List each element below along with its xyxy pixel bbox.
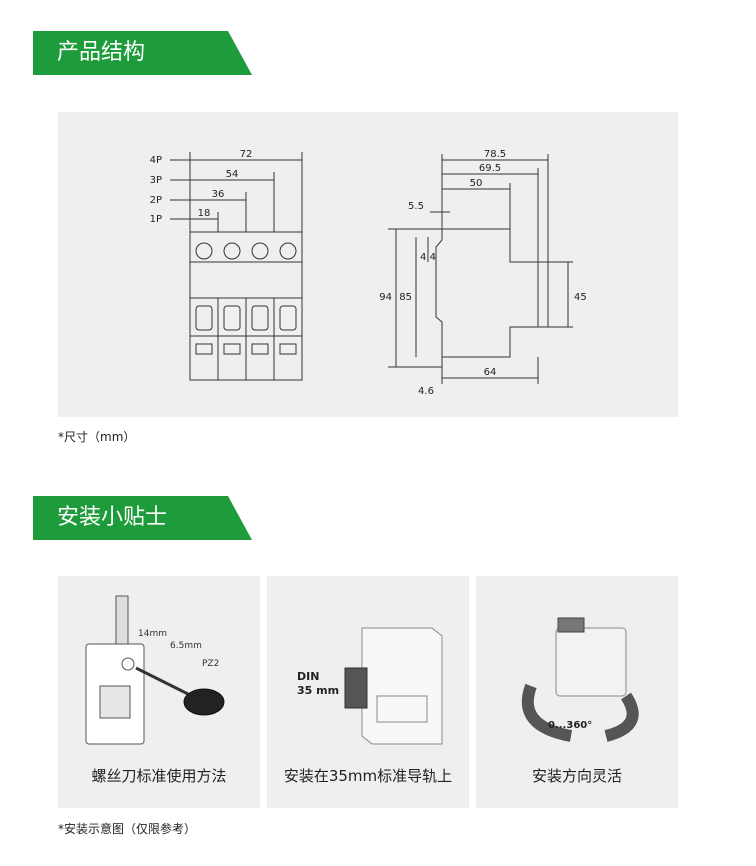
pole-label-2p: 2P bbox=[150, 195, 162, 206]
pole-label-4p: 4P bbox=[150, 155, 162, 166]
section-title-structure: 产品结构 bbox=[57, 40, 146, 65]
dim-width-4p: 72 bbox=[240, 149, 253, 160]
section-banner-tips: 安装小贴士 bbox=[33, 496, 252, 540]
tip-card-screwdriver: 14mm 6.5mm PZ2 螺丝刀标准使用方法 bbox=[58, 576, 260, 808]
illustration-note: *安装示意图（仅限参考） bbox=[58, 822, 197, 836]
label-35mm: 35 mm bbox=[297, 684, 339, 697]
dim-top-78-5: 78.5 bbox=[484, 149, 506, 160]
banner-shape bbox=[33, 31, 252, 75]
label-14mm: 14mm bbox=[138, 629, 167, 639]
dimension-drawing: 4P 3P 2P 1P 72 54 36 18 78.5 69.5 50 5.5… bbox=[150, 149, 587, 397]
tip-caption-din-rail: 安装在35mm标准导轨上 bbox=[283, 767, 453, 785]
dim-top-69-5: 69.5 bbox=[479, 163, 501, 174]
tip-card-din-rail: DIN 35 mm 安装在35mm标准导轨上 bbox=[267, 576, 469, 808]
din-rail-illustration: DIN 35 mm bbox=[297, 627, 443, 745]
pole-label-3p: 3P bbox=[150, 175, 162, 186]
dim-bottom-64: 64 bbox=[484, 367, 497, 378]
dim-top-50: 50 bbox=[470, 178, 483, 189]
dim-foot-4-6: 4.6 bbox=[418, 386, 434, 397]
tip-card-orientation: 0...360° 安装方向灵活 bbox=[476, 576, 678, 808]
dim-width-3p: 54 bbox=[226, 169, 239, 180]
section-title-tips: 安装小贴士 bbox=[57, 505, 168, 530]
label-rotation: 0...360° bbox=[548, 720, 592, 731]
banner-shape bbox=[33, 496, 252, 540]
dim-right-45: 45 bbox=[574, 292, 587, 303]
label-din: DIN bbox=[297, 670, 319, 683]
dim-width-1p: 18 bbox=[198, 208, 211, 219]
label-pz2: PZ2 bbox=[202, 659, 219, 669]
rotation-illustration: 0...360° bbox=[521, 617, 639, 742]
dim-width-2p: 36 bbox=[212, 189, 225, 200]
section-banner-structure: 产品结构 bbox=[33, 31, 252, 75]
dim-height-85: 85 bbox=[399, 292, 412, 303]
screwdriver-illustration: 14mm 6.5mm PZ2 bbox=[85, 595, 225, 745]
side-view-body bbox=[435, 228, 539, 358]
tip-caption-orientation: 安装方向灵活 bbox=[531, 767, 622, 785]
label-6-5mm: 6.5mm bbox=[170, 641, 202, 651]
pole-label-1p: 1P bbox=[150, 214, 162, 225]
dim-small-5-5: 5.5 bbox=[408, 201, 424, 212]
tip-caption-screwdriver: 螺丝刀标准使用方法 bbox=[91, 767, 227, 785]
dimension-note: *尺寸（mm） bbox=[58, 430, 136, 444]
dimension-drawing-panel: 4P 3P 2P 1P 72 54 36 18 78.5 69.5 50 5.5… bbox=[58, 112, 678, 417]
dim-clip-4-4: 4.4 bbox=[420, 252, 436, 263]
dim-height-94: 94 bbox=[379, 292, 392, 303]
